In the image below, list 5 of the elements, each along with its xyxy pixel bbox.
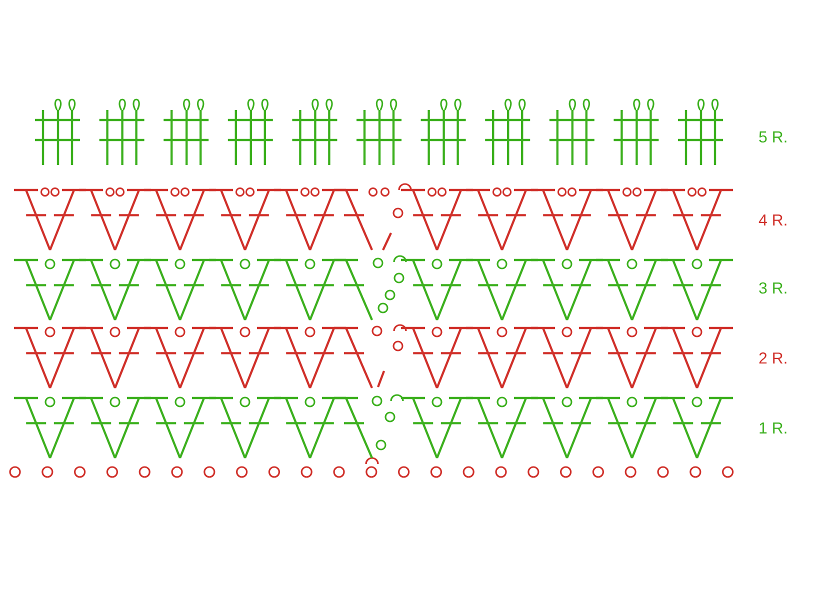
row-label: 5 R.: [759, 131, 786, 143]
row-label: 2 R.: [759, 352, 786, 364]
row-label: 1 R.: [760, 422, 786, 434]
row-label: 4 R.: [758, 214, 786, 226]
row-label: 3 R.: [759, 282, 786, 294]
